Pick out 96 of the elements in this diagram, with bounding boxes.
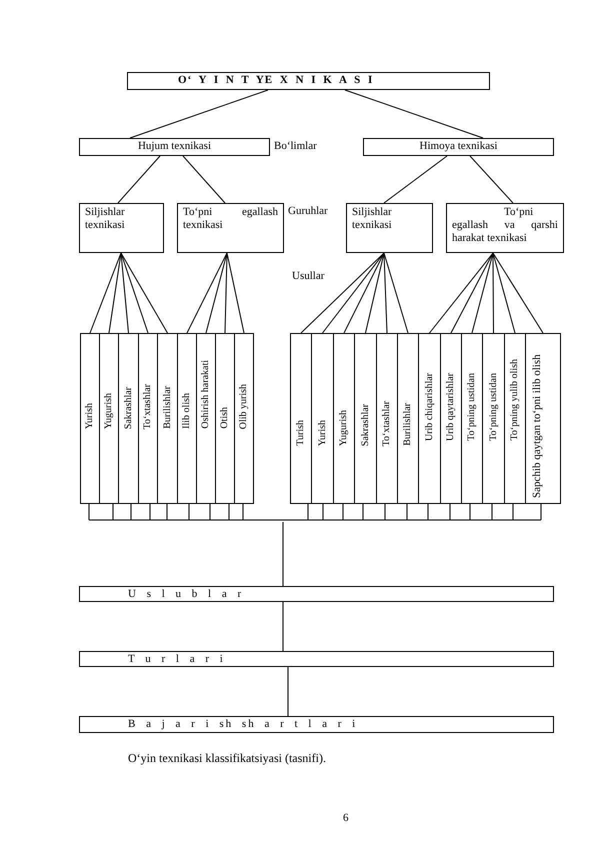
connector-line xyxy=(344,252,384,334)
box-label: Hujum texnikasi xyxy=(138,140,212,153)
connector-line xyxy=(365,252,384,334)
column-label: Urib qaytarishlar xyxy=(445,372,457,441)
technique-column xyxy=(80,333,100,504)
group-box xyxy=(446,203,564,253)
section-band xyxy=(79,586,554,602)
connector-line xyxy=(224,252,228,334)
band-label: B a j a r i sh sh a r t l a r i xyxy=(128,718,358,731)
connector-line xyxy=(182,156,226,204)
column-label: Urib chiqarishlar xyxy=(424,372,436,441)
column-label: Sakrashlar xyxy=(360,404,372,446)
connector-line xyxy=(282,602,284,652)
connector-line xyxy=(429,252,494,334)
connector-line xyxy=(450,252,494,334)
connector-line xyxy=(470,156,514,204)
technique-column xyxy=(138,333,158,504)
category-box xyxy=(79,138,270,156)
connector-line xyxy=(108,252,122,334)
box-label: To‘pni egallash texnikasi xyxy=(183,206,278,232)
box-label: To‘pni egallash va qarshi harakat texnikasi xyxy=(452,206,558,245)
connector-line xyxy=(384,252,388,334)
technique-column xyxy=(157,333,178,504)
technique-column xyxy=(290,333,312,504)
section-band xyxy=(79,716,554,733)
column-label: To‘pning ustidan xyxy=(488,373,500,441)
technique-column xyxy=(215,333,235,504)
column-label: Sakrashlar xyxy=(123,386,135,429)
column-label: Sapchib qaytgan to‘pni ilib olish xyxy=(531,353,543,498)
technique-column xyxy=(440,333,462,504)
technique-column xyxy=(234,333,254,504)
connector-line xyxy=(120,252,168,334)
connector-line xyxy=(344,90,484,138)
column-label: To‘xtashlar xyxy=(142,384,154,429)
column-label: Yurish xyxy=(84,402,96,429)
box-label: Himoya texnikasi xyxy=(420,140,498,153)
connector-line xyxy=(492,252,544,334)
group-box xyxy=(346,203,433,253)
connector-line xyxy=(130,90,268,138)
connector-line xyxy=(384,156,448,204)
column-label: Otish xyxy=(219,407,231,429)
column-label: Ilib olish xyxy=(181,393,193,429)
technique-column xyxy=(99,333,119,504)
technique-column xyxy=(376,333,398,504)
band-label: U s l u b l a r xyxy=(128,588,244,601)
group-box xyxy=(79,203,164,253)
column-label: To‘xtashlar xyxy=(381,400,393,446)
column-label: To‘pning yulib olish xyxy=(509,359,521,441)
column-label: To‘pning ustidan xyxy=(466,373,478,441)
column-label: Burilishlar xyxy=(402,403,414,446)
connector-line xyxy=(206,252,228,334)
technique-column xyxy=(118,333,139,504)
technique-column xyxy=(504,333,526,504)
section-label: Bo‘limlar xyxy=(274,140,317,153)
column-label: Yugurish xyxy=(338,410,350,446)
connector-line xyxy=(492,252,494,334)
technique-column xyxy=(525,333,561,504)
figure-caption: O‘yin texnikasi klassifikatsiyasi (tasnifi). xyxy=(128,751,326,765)
technique-column xyxy=(196,333,216,504)
technique-column xyxy=(354,333,377,504)
column-label: Yugurish xyxy=(103,392,115,429)
connector-line xyxy=(120,252,129,334)
page-number: 6 xyxy=(343,812,348,825)
connector-line xyxy=(226,252,244,334)
connector-line xyxy=(300,252,384,334)
title-box xyxy=(127,72,490,90)
technique-column xyxy=(333,333,355,504)
connector-line xyxy=(118,156,160,204)
category-box xyxy=(363,138,554,156)
section-label: Usullar xyxy=(292,270,324,283)
section-band xyxy=(79,651,554,667)
column-label: Olib yurish xyxy=(238,384,250,429)
technique-column xyxy=(482,333,505,504)
connector-line xyxy=(322,252,384,334)
technique-column xyxy=(397,333,419,504)
connector-line xyxy=(492,252,516,334)
column-label: Turish xyxy=(295,420,307,446)
connector-line xyxy=(472,252,494,334)
section-label: Guruhlar xyxy=(288,205,328,218)
connector-line xyxy=(90,252,122,334)
title-text: O‘ Y I N T YE X N I K A S I xyxy=(178,74,374,87)
column-label: Burilishlar xyxy=(162,386,174,429)
box-label: Siljishlar texnikasi xyxy=(352,206,393,232)
technique-column xyxy=(311,333,334,504)
technique-column xyxy=(177,333,197,504)
group-box xyxy=(177,203,284,253)
connector-line xyxy=(120,252,148,334)
band-label: T u r l a r i xyxy=(128,653,225,666)
box-label: Siljishlar texnikasi xyxy=(85,206,126,232)
connector-line xyxy=(186,252,228,334)
technique-column xyxy=(418,333,441,504)
column-label: Oshirish harakati xyxy=(200,360,212,429)
technique-column xyxy=(461,333,483,504)
connector-line xyxy=(384,252,408,334)
connector-line xyxy=(282,522,284,586)
column-label: Yurish xyxy=(317,420,329,446)
